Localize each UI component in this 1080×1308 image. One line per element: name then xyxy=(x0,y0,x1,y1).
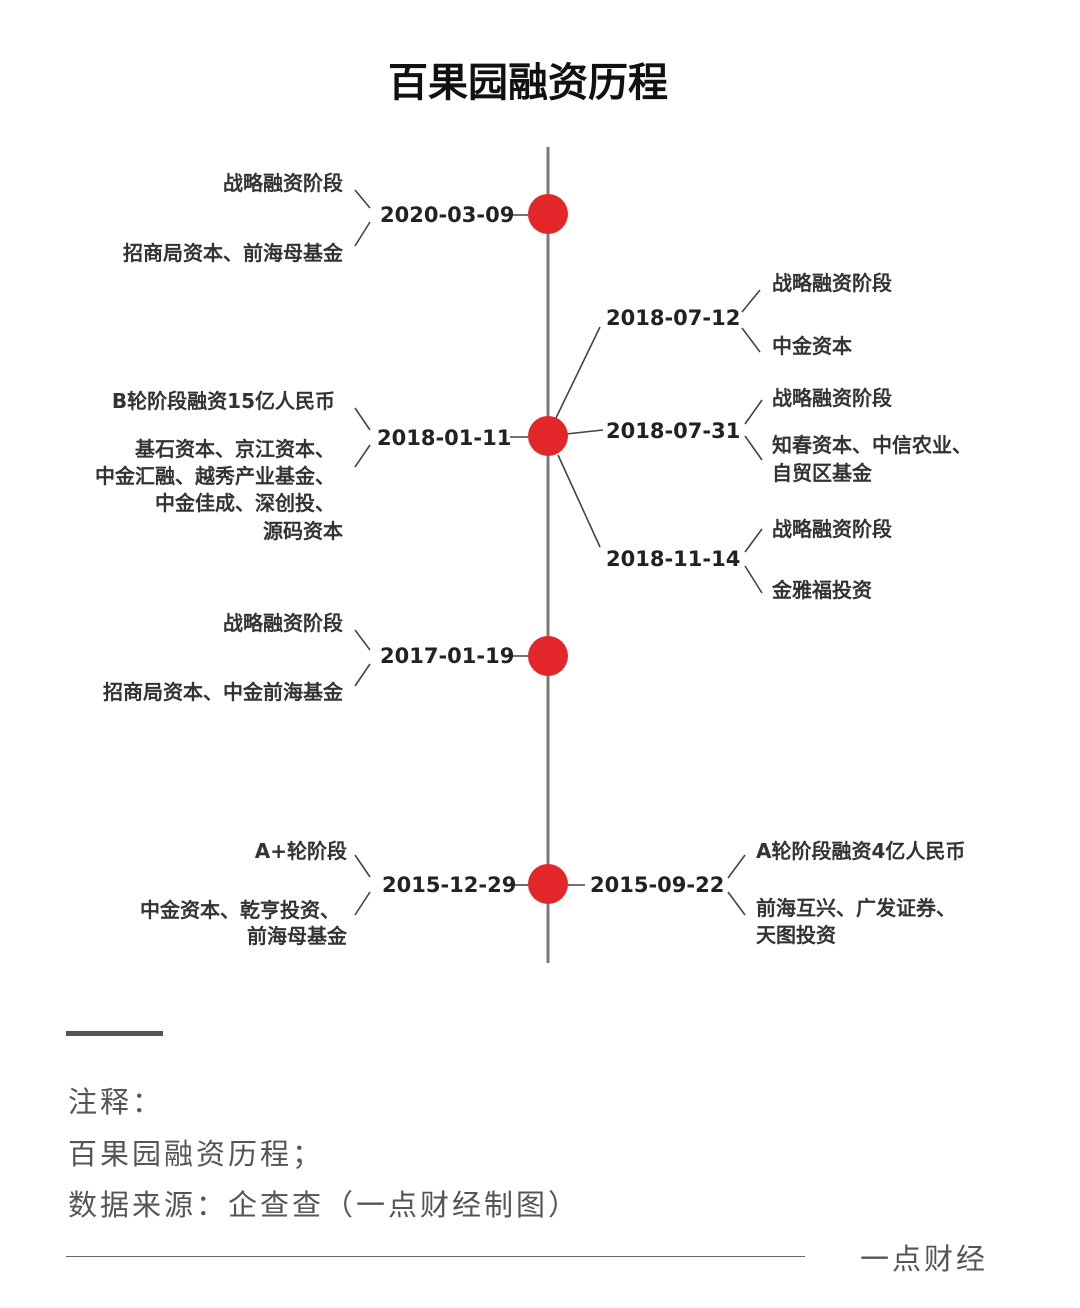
event-stage: 战略融资阶段 xyxy=(772,517,892,541)
event-investors: 招商局资本、前海母基金 xyxy=(123,241,343,265)
event-stage: 战略融资阶段 xyxy=(223,171,343,195)
event-investors: 中金资本、乾亨投资、 xyxy=(140,898,340,922)
event-date: 2017-01-19 xyxy=(380,644,515,668)
event-stage: 战略融资阶段 xyxy=(223,611,343,635)
timeline-dot xyxy=(528,194,568,234)
event-investors: 知春资本、中信农业、 xyxy=(772,433,972,457)
event-date: 2015-09-22 xyxy=(590,873,725,897)
event-date: 2018-01-11 xyxy=(377,426,512,450)
timeline-dot xyxy=(528,864,568,904)
event-investors: 源码资本 xyxy=(263,519,343,543)
event-investors: 基石资本、京江资本、 xyxy=(135,437,335,461)
page-title: 百果园融资历程 xyxy=(388,60,668,106)
event-investors: 中金资本 xyxy=(772,334,852,358)
event-date: 2015-12-29 xyxy=(382,873,517,897)
event-date: 2020-03-09 xyxy=(380,203,515,227)
notes-line: 百果园融资历程； xyxy=(68,1137,325,1171)
event-investors: 天图投资 xyxy=(756,923,836,947)
event-investors: 招商局资本、中金前海基金 xyxy=(103,680,343,704)
event-investors: 前海互兴、广发证券、 xyxy=(756,896,956,920)
event-stage: A轮阶段融资4亿人民币 xyxy=(756,839,966,863)
footer-rule xyxy=(66,1256,805,1257)
event-stage: 战略融资阶段 xyxy=(772,271,892,295)
event-investors: 金雅福投资 xyxy=(772,578,872,602)
event-investors: 中金佳成、深创投、 xyxy=(155,491,335,515)
timeline-dot xyxy=(528,636,568,676)
event-stage: 战略融资阶段 xyxy=(772,386,892,410)
brand-label: 一点财经 xyxy=(860,1242,989,1276)
event-stage: B轮阶段融资15亿人民币 xyxy=(111,389,335,413)
notes-source: 数据来源：企查查（一点财经制图） xyxy=(68,1188,581,1222)
event-investors: 前海母基金 xyxy=(247,924,347,948)
event-date: 2018-11-14 xyxy=(606,547,741,571)
event-date: 2018-07-31 xyxy=(606,419,741,443)
event-stage: A+轮阶段 xyxy=(254,839,347,863)
event-date: 2018-07-12 xyxy=(606,306,741,330)
notes-divider xyxy=(66,1031,163,1036)
event-investors: 自贸区基金 xyxy=(772,461,872,485)
notes-heading: 注释： xyxy=(68,1085,165,1119)
event-investors: 中金汇融、越秀产业基金、 xyxy=(95,464,335,488)
timeline-dot xyxy=(528,416,568,456)
